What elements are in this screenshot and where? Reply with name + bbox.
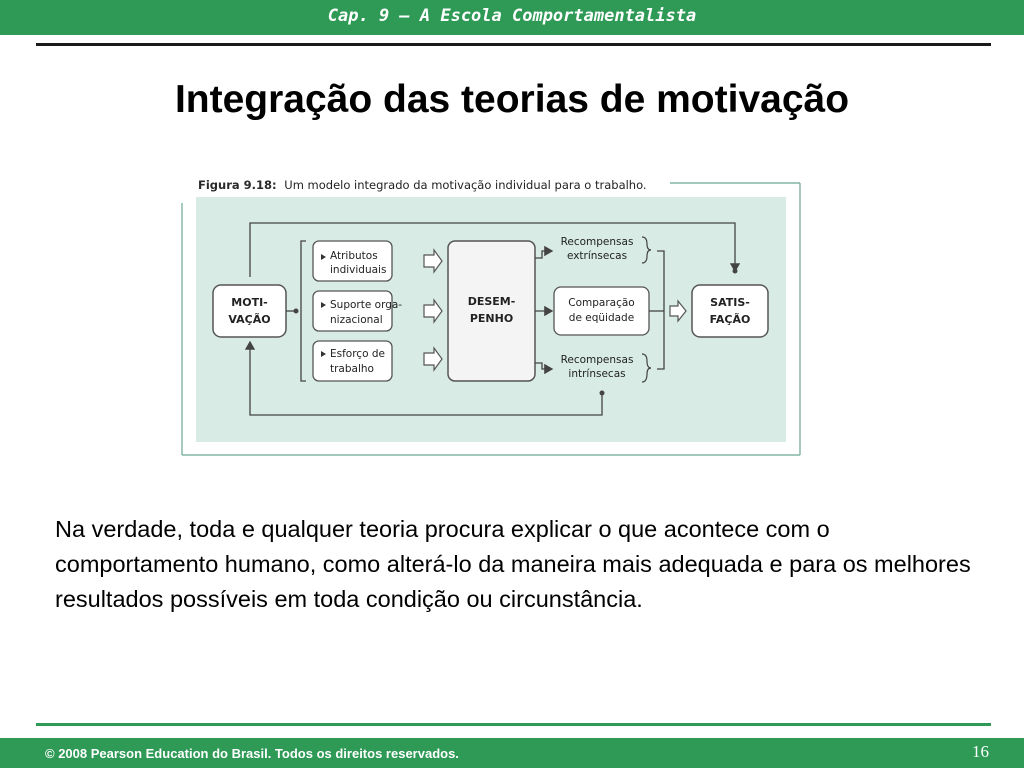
input-esforco-line1: Esforço de <box>330 348 385 360</box>
bullet-icon <box>321 302 326 308</box>
intrinsecas-brace <box>641 353 652 383</box>
top-feedback-dot <box>732 268 738 274</box>
motivacao-label-2: VAÇÃO <box>228 313 270 326</box>
arrow-right-icon <box>423 346 443 372</box>
arrow-right-icon <box>423 298 443 324</box>
bottom-divider <box>36 723 991 726</box>
motivacao-box <box>212 284 287 338</box>
extrinsecas-line1: Recompensas <box>561 236 634 248</box>
header-bar <box>0 0 1024 35</box>
figure-caption: Figura 9.18: Um modelo integrado da moti… <box>198 178 647 192</box>
satisfacao-box <box>691 284 769 338</box>
top-divider <box>36 43 991 46</box>
input-atributos-line2: individuais <box>330 264 386 276</box>
figure-caption-label: Figura 9.18: <box>198 178 277 192</box>
bottom-feedback-dot <box>599 390 605 396</box>
copyright-notice: © 2008 Pearson Education do Brasil. Todo… <box>45 746 459 761</box>
extrinsecas-line2: extrínsecas <box>567 250 627 262</box>
comparacao-line2: de eqüidade <box>569 312 634 324</box>
slide-body-text: Na verdade, toda e qualquer teoria procu… <box>55 516 971 612</box>
bullet-icon <box>321 351 326 357</box>
extrinsecas-brace <box>641 236 652 264</box>
desempenho-box <box>447 240 536 382</box>
to-extrinsecas-arrow <box>535 245 554 259</box>
intrinsecas-line2: intrínsecas <box>568 368 625 380</box>
satisfacao-label-1: SATIS- <box>710 296 750 309</box>
intrinsecas-line1: Recompensas <box>561 354 634 366</box>
comparacao-line1: Comparação <box>568 297 634 309</box>
page-number: 16 <box>972 742 989 761</box>
bullet-icon <box>321 254 326 260</box>
motivation-model-figure: Figura 9.18: Um modelo integrado da moti… <box>181 178 801 456</box>
to-intrinsecas-arrow <box>535 362 554 375</box>
footer-bar <box>0 738 1024 768</box>
chapter-title: Cap. 9 – A Escola Comportamentalista <box>327 6 697 26</box>
figure-caption-text: Um modelo integrado da motivação individ… <box>284 178 646 192</box>
input-suporte-line1: Suporte orga- <box>330 299 402 311</box>
motivacao-dot <box>293 308 299 314</box>
motivacao-label-1: MOTI- <box>231 296 267 309</box>
top-feedback-arrow <box>249 222 741 277</box>
desempenho-label-1: DESEM- <box>468 295 516 308</box>
arrow-right-icon <box>669 299 687 323</box>
input-atributos-line1: Atributos <box>330 250 378 262</box>
input-box-esforco <box>312 340 393 382</box>
rewards-bracket <box>657 250 665 370</box>
arrow-right-icon <box>423 248 443 274</box>
desempenho-label-2: PENHO <box>470 312 513 325</box>
inputs-bracket <box>300 240 306 382</box>
bottom-feedback-arrow <box>244 340 603 416</box>
satisfacao-label-2: FAÇÃO <box>710 313 751 326</box>
input-suporte-line2: nizacional <box>330 314 383 326</box>
comparacao-box <box>553 286 650 336</box>
input-box-atributos <box>312 240 393 282</box>
input-esforco-line2: trabalho <box>330 363 374 375</box>
input-box-suporte <box>312 290 393 332</box>
slide-title: Integração das teorias de motivação <box>174 78 850 121</box>
